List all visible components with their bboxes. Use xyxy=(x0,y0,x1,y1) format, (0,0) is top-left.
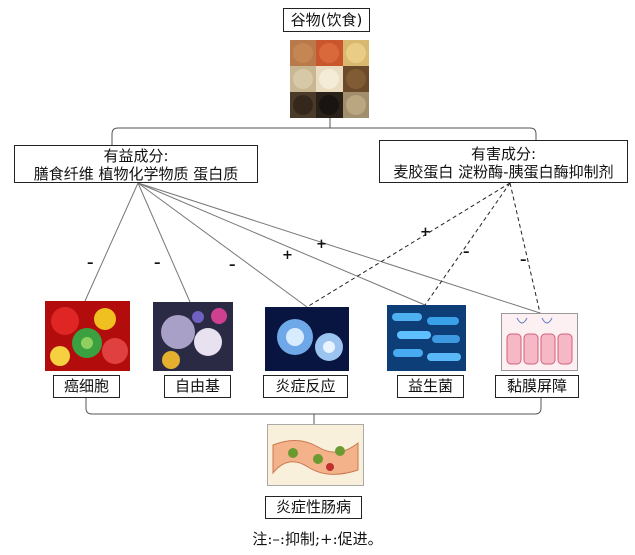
harmful-title: 有害成分: xyxy=(470,145,537,163)
target-box-inflammation: 炎症反应 xyxy=(263,375,348,398)
beneficial-title: 有益成分: xyxy=(103,147,169,165)
line-ben-cancer xyxy=(84,182,139,302)
target-box-cancer: 癌细胞 xyxy=(53,375,120,398)
ibd-illustration xyxy=(268,425,363,485)
sign-cancer-minus: – xyxy=(87,256,94,271)
sign-barrier-minus: – xyxy=(520,253,527,268)
line-ben-barrier xyxy=(137,182,541,314)
line-harm-barrier xyxy=(509,182,541,314)
grain-diet-label: 谷物(饮食) xyxy=(290,11,363,29)
line-harm-probiotic xyxy=(424,182,511,306)
legend-note: 注:–:抑制;+:促进。 xyxy=(252,530,383,548)
grain-diet-box: 谷物(饮食) xyxy=(283,8,370,32)
sign-probiotic-plus: + xyxy=(316,237,327,252)
sign-inflam-plus-harm: + xyxy=(420,225,431,240)
inflammation-illustration xyxy=(265,307,349,371)
sign-probiotic-minus: – xyxy=(463,245,470,260)
inflammation-image xyxy=(265,307,349,371)
target-box-radical: 自由基 xyxy=(164,375,231,398)
bottom-brace xyxy=(85,398,542,415)
cancer-cell-image xyxy=(45,301,130,371)
target-label-barrier: 黏膜屏障 xyxy=(506,377,567,395)
line-ben-radical xyxy=(137,182,191,303)
line-harm-inflam xyxy=(306,182,511,308)
sign-inflam-plus-ben: + xyxy=(282,248,293,263)
mucosal-barrier-image xyxy=(501,313,578,371)
probiotic-image xyxy=(387,305,466,371)
target-label-radical: 自由基 xyxy=(174,377,220,395)
ibd-box: 炎症性肠病 xyxy=(265,496,362,519)
harmful-items: 麦胶蛋白 淀粉酶-胰蛋白酶抑制剂 xyxy=(393,163,614,181)
beneficial-items: 膳食纤维 植物化学物质 蛋白质 xyxy=(33,165,239,183)
probiotic-illustration xyxy=(387,305,466,371)
cancer-cell-illustration xyxy=(45,301,130,371)
mucosal-barrier-illustration xyxy=(502,314,577,370)
free-radical-illustration xyxy=(153,302,233,371)
sign-radical-minus: – xyxy=(154,256,161,271)
harmful-box: 有害成分: 麦胶蛋白 淀粉酶-胰蛋白酶抑制剂 xyxy=(379,140,628,183)
grain-image xyxy=(290,40,369,118)
grain-illustration xyxy=(290,40,369,118)
target-box-barrier: 黏膜屏障 xyxy=(495,375,579,398)
sign-inflam-minus: – xyxy=(229,258,236,273)
target-label-cancer: 癌细胞 xyxy=(63,377,109,395)
line-ben-inflam xyxy=(137,182,308,308)
target-label-probiotic: 益生菌 xyxy=(407,377,453,395)
beneficial-box: 有益成分: 膳食纤维 植物化学物质 蛋白质 xyxy=(14,145,258,183)
target-box-probiotic: 益生菌 xyxy=(397,375,464,398)
free-radical-image xyxy=(153,302,233,371)
ibd-label: 炎症性肠病 xyxy=(275,498,351,516)
line-ben-probiotic xyxy=(137,182,426,306)
target-label-inflammation: 炎症反应 xyxy=(275,377,336,395)
ibd-image xyxy=(267,424,364,486)
